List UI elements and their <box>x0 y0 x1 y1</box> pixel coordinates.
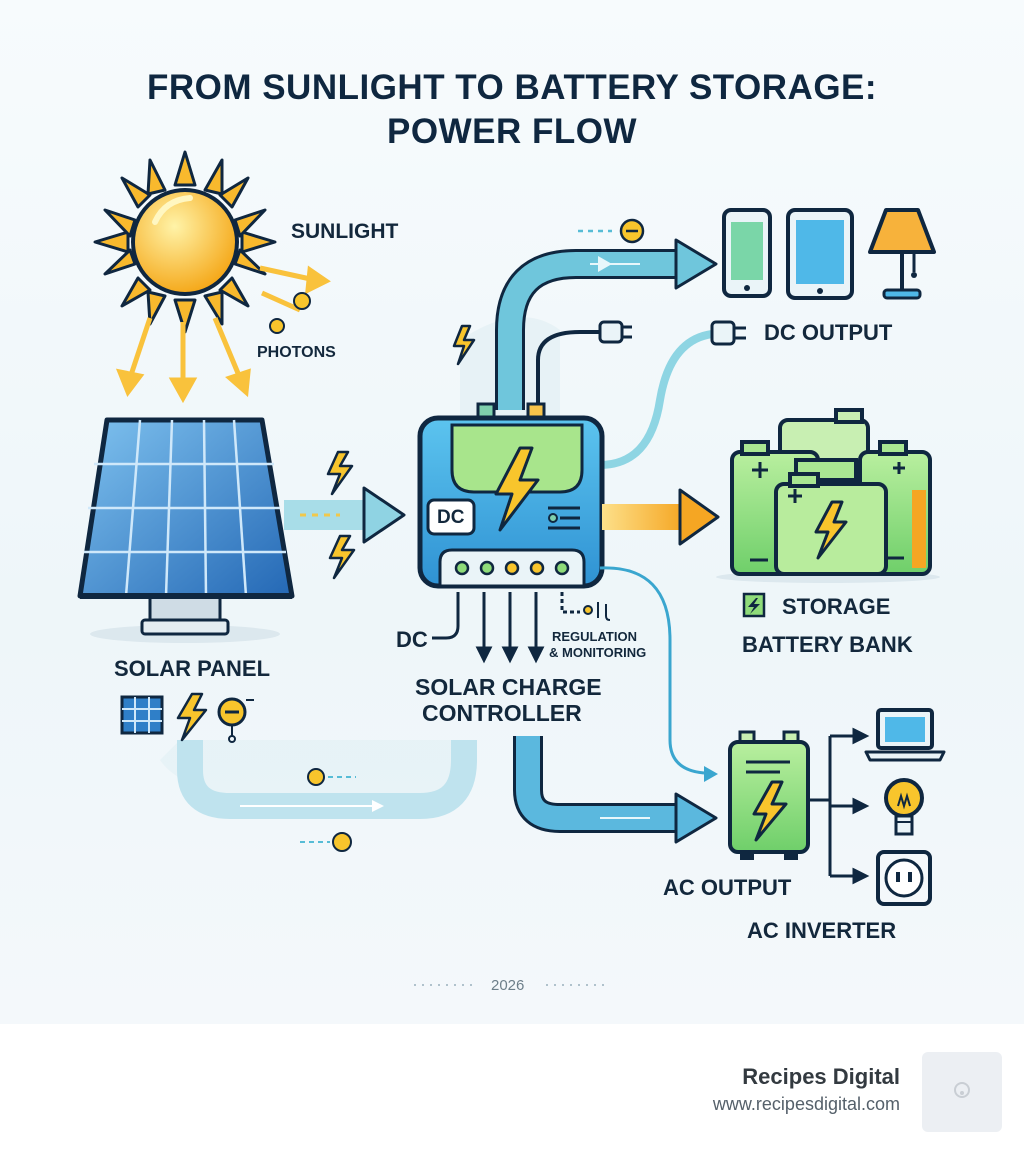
brand-logo <box>922 1052 1002 1132</box>
photon-particles <box>269 292 311 334</box>
plug-icon <box>536 320 632 410</box>
controller-label-line-1: SOLAR CHARGE <box>415 674 602 700</box>
sun-rays <box>115 265 331 404</box>
flow-to-devices-arrow <box>495 238 718 410</box>
sunlight-label: SUNLIGHT <box>291 220 399 243</box>
gauge-icon <box>583 602 611 621</box>
mini-panel-icon <box>120 695 164 735</box>
dc-input-label: DC <box>396 627 428 652</box>
flow-to-inverter-arrow <box>513 736 718 844</box>
title-line-2: POWER FLOW <box>387 112 637 151</box>
bolt-icon <box>326 324 476 580</box>
solar-panel-icon <box>77 417 295 643</box>
dc-output-cable <box>599 320 746 469</box>
storage-label: STORAGE <box>782 594 891 619</box>
return-loop-arrow <box>177 740 477 852</box>
storage-icon <box>742 592 766 618</box>
title-line-1: FROM SUNLIGHT TO BATTERY STORAGE: <box>146 68 878 107</box>
ac-inverter-label: AC INVERTER <box>747 918 897 943</box>
monitoring-label: & MONITORING <box>549 645 647 660</box>
dc-output-label: DC OUTPUT <box>764 320 893 345</box>
brand-url[interactable]: www.recipesdigital.com <box>712 1094 900 1114</box>
battery-icon <box>716 408 940 583</box>
infographic-canvas: FROM SUNLIGHT TO BATTERY STORAGE: POWER … <box>0 0 1024 1024</box>
battery-bank-label: BATTERY BANK <box>742 632 913 657</box>
laptop-icon <box>864 708 946 762</box>
brand-block: Recipes Digital www.recipesdigital.com <box>713 1064 900 1115</box>
lightbulb-icon <box>884 778 924 836</box>
mini-bolt-icon <box>176 692 208 742</box>
controller-to-inverter-line <box>599 566 718 782</box>
tablet-icon <box>786 208 854 300</box>
mini-electron-icon <box>217 697 254 743</box>
inverter-branches <box>808 727 870 885</box>
controller-to-battery-arrow <box>602 488 720 546</box>
power-flow-diagram <box>77 150 946 986</box>
charge-controller-icon <box>417 402 605 589</box>
footer <box>0 1024 1024 1154</box>
photons-label: PHOTONS <box>257 344 336 361</box>
chef-hat-icon <box>954 1082 970 1098</box>
dc-badge-label: DC <box>437 507 465 528</box>
controller-wires <box>432 592 580 664</box>
electron-icon <box>578 218 645 244</box>
sun-icon <box>93 150 277 334</box>
lamp-icon <box>868 208 936 300</box>
regulation-label: REGULATION <box>552 629 637 644</box>
brand-name: Recipes Digital <box>742 1064 900 1089</box>
solar-panel-label: SOLAR PANEL <box>114 656 271 681</box>
controller-label-line-2: CONTROLLER <box>422 700 582 726</box>
inverter-icon <box>728 730 810 860</box>
panel-to-controller-arrow <box>284 486 406 544</box>
year-label: 2026 <box>491 977 525 994</box>
phone-icon <box>722 208 772 298</box>
ac-output-label: AC OUTPUT <box>663 875 792 900</box>
outlet-icon <box>876 850 932 906</box>
